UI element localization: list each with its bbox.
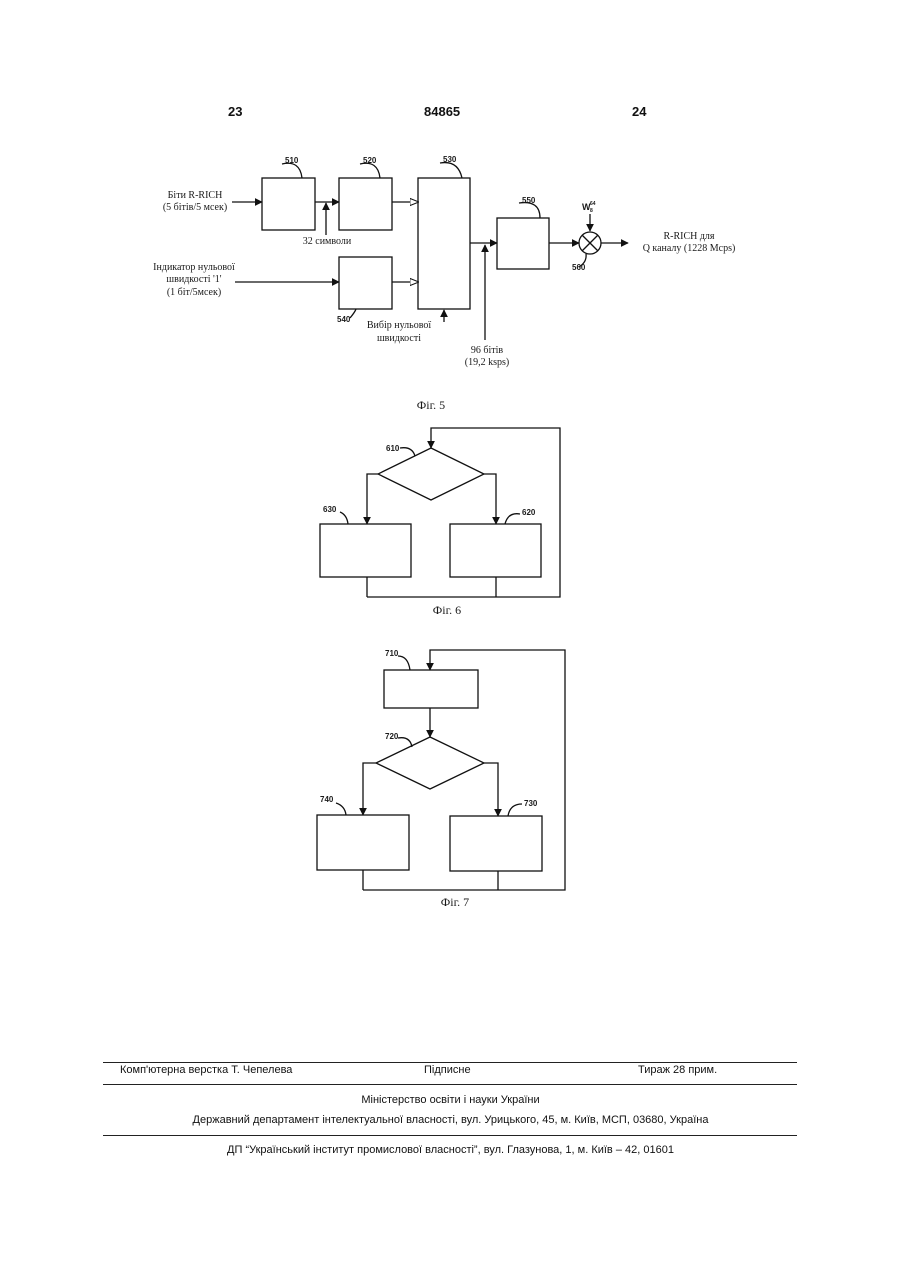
footer-signed: Підписне — [424, 1064, 471, 1076]
label-740: 740 — [320, 795, 334, 804]
label-730: 730 — [524, 799, 538, 808]
input-bits-line-2: (5 бітів/5 мсек) — [163, 202, 227, 213]
zero-rate-indicator-line-3: (1 біт/5мсек) — [167, 287, 221, 298]
input-bits-line-1: Біти R-RICH — [168, 190, 223, 201]
figure-7-flowchart: 710 720 730 740 Фіг. 7 — [0, 640, 901, 915]
page-number-left: 23 — [228, 104, 242, 119]
figure-5-caption: Фіг. 5 — [417, 398, 445, 412]
footer-rule-middle — [103, 1084, 797, 1085]
block-540 — [339, 257, 392, 309]
footer-ministry: Міністерство освіти і науки України — [0, 1094, 901, 1106]
footer-institute: ДП “Український інститут промислової вла… — [0, 1144, 901, 1156]
decision-610 — [378, 448, 484, 500]
block-730 — [450, 816, 542, 871]
walsh-superscript: 64 — [590, 201, 596, 207]
footer-circulation: Тираж 28 прим. — [638, 1064, 717, 1076]
walsh-subscript: 8 — [590, 208, 593, 214]
footer-rule-top — [103, 1062, 797, 1063]
bits-96-line-1: 96 бітів — [471, 345, 504, 356]
block-510 — [262, 178, 315, 230]
zero-rate-indicator-line-2: швидкості '1' — [166, 274, 221, 285]
label-530: 530 — [443, 155, 457, 164]
symbols-label: 32 символи — [303, 236, 352, 247]
block-550 — [497, 218, 549, 269]
figure-7-caption: Фіг. 7 — [441, 895, 469, 909]
block-740 — [317, 815, 409, 870]
label-550: 550 — [522, 196, 536, 205]
label-630: 630 — [323, 505, 337, 514]
label-520: 520 — [363, 156, 377, 165]
zero-rate-select-line-1: Вибір нульової — [367, 320, 432, 331]
label-540: 540 — [337, 315, 351, 324]
footer-department: Державний департамент інтелектуальної вл… — [0, 1114, 901, 1126]
label-560: 560 — [572, 263, 586, 272]
zero-rate-indicator-line-1: Індикатор нульової — [153, 262, 235, 273]
block-530 — [418, 178, 470, 309]
output-line-1: R-RICH для — [663, 231, 714, 242]
label-620: 620 — [522, 508, 536, 517]
bits-96-line-2: (19,2 ksps) — [465, 357, 509, 368]
figure-5-block-diagram: 510 520 530 540 550 560 Біти R-RICH (5 б… — [0, 150, 901, 415]
zero-rate-select-line-2: швидкості — [377, 333, 421, 344]
block-620 — [450, 524, 541, 577]
figure-6-flowchart: 610 620 630 Фіг. 6 — [0, 420, 901, 620]
decision-720 — [376, 737, 484, 789]
label-720: 720 — [385, 732, 399, 741]
block-630 — [320, 524, 411, 577]
page-number-right: 24 — [632, 104, 646, 119]
footer-rule-bottom — [103, 1135, 797, 1136]
block-710 — [384, 670, 478, 708]
output-line-2: Q каналу (1228 Mcps) — [643, 243, 736, 254]
figure-6-caption: Фіг. 6 — [433, 603, 461, 617]
label-510: 510 — [285, 156, 299, 165]
label-710: 710 — [385, 649, 399, 658]
patent-number: 84865 — [424, 104, 460, 119]
footer-layout-credit: Комп'ютерна верстка Т. Чепелева — [120, 1064, 292, 1076]
label-610: 610 — [386, 444, 400, 453]
block-520 — [339, 178, 392, 230]
